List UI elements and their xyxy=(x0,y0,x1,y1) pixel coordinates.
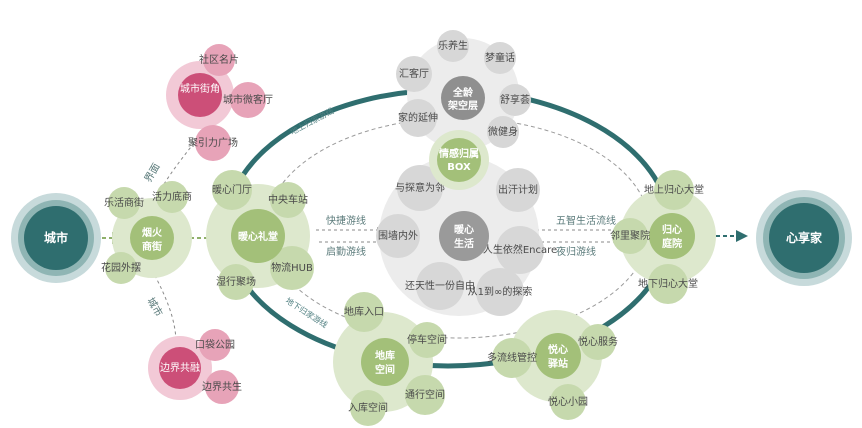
edge-label-chengshi: 城市 xyxy=(144,295,165,319)
quanling-sub-1: 乐养生 xyxy=(438,39,468,52)
guixin-sub-3: 地下归心大堂 xyxy=(638,277,698,290)
garage-sub-4: 通行空间 xyxy=(405,388,445,401)
link-city-edge-bottom xyxy=(151,269,177,341)
hub-quanling: 全龄 架空层 乐养生 梦童话 汇客厅 舒享荟 家的延伸 微健身 xyxy=(396,30,531,150)
yanhuo-sub-2: 活力底商 xyxy=(152,190,192,203)
hub-center-life: 暖心 生活 与探意为邻 出汗计划 围墙内外 人生依然Encare 还天性一份自由… xyxy=(376,156,557,316)
edge-label-kuaijie: 快捷游线 xyxy=(326,214,366,227)
nuanxin-sub-4: 物流HUB xyxy=(271,261,313,274)
border-label: 边界共融 xyxy=(160,362,200,374)
start-label: 城市 xyxy=(44,230,68,245)
quanling-sub-3: 汇客厅 xyxy=(399,67,429,80)
edge-label-qiqin: 启勤游线 xyxy=(326,245,366,258)
garage-label-2: 空间 xyxy=(375,363,395,376)
hub-yuexin-station: 悦心 驿站 多流线管控 悦心服务 悦心小园 xyxy=(487,310,618,420)
hub-guixin-courtyard: 归心 庭院 地上归心大堂 邻里聚院 地下归心大堂 xyxy=(610,170,716,304)
garage-sub-2: 停车空间 xyxy=(407,333,447,346)
end-node-home: 心享家 xyxy=(756,190,852,286)
hub-yanhuo-street: 烟火 商街 乐活商街 活力底商 花园外摆 xyxy=(101,181,192,284)
center-sub-3: 围墙内外 xyxy=(378,229,418,242)
city-corner-cluster: 城市街角 社区名片 城市微客厅 聚引力广场 xyxy=(166,44,273,161)
yanhuo-sub-1: 乐活商街 xyxy=(104,196,144,209)
edge-label-wuzhi: 五智生活流线 xyxy=(556,214,616,227)
yanhuo-sub-3: 花园外摆 xyxy=(101,261,141,274)
yuexin-label-1: 悦心 xyxy=(548,343,568,356)
hub-nuanxin-hall: 暖心礼堂 暖心门厅 中央车站 湿行聚场 物流HUB xyxy=(206,170,314,300)
guixin-sub-2: 邻里聚院 xyxy=(610,229,650,242)
quanling-sub-2: 梦童话 xyxy=(485,51,515,64)
city-corner-sub-2: 城市微客厅 xyxy=(223,93,273,106)
nuanxin-sub-2: 中央车站 xyxy=(268,193,308,206)
center-label-1: 暖心 xyxy=(454,223,474,236)
garage-sub-3: 入库空间 xyxy=(348,401,388,414)
emotion-label-2: BOX xyxy=(447,162,471,173)
guixin-label-2: 庭院 xyxy=(662,237,682,250)
center-sub-4: 人生依然Encare xyxy=(483,243,557,256)
yuexin-sub-3: 悦心小园 xyxy=(548,395,588,408)
city-corner-sub-1: 社区名片 xyxy=(199,53,239,66)
center-sub-1: 与探意为邻 xyxy=(395,181,445,194)
quanling-label-1: 全龄 xyxy=(452,86,474,99)
border-cluster: 边界共融 口袋公园 边界共生 xyxy=(148,329,242,404)
quanling-label-2: 架空层 xyxy=(447,99,478,112)
yanhuo-label-1: 烟火 xyxy=(142,226,163,239)
hub-emotion-box: 情感归属 BOX xyxy=(429,130,489,190)
path-label-top: 地上归家游线 xyxy=(288,105,335,136)
nuanxin-sub-3: 湿行聚场 xyxy=(216,275,256,288)
center-sub-5: 还天性一份自由 xyxy=(405,279,475,292)
yuexin-sub-1: 多流线管控 xyxy=(487,351,537,364)
quanling-sub-5: 家的延伸 xyxy=(398,111,438,124)
border-sub-2: 边界共生 xyxy=(202,380,242,393)
nuanxin-sub-1: 暖心门厅 xyxy=(212,183,252,196)
city-corner-label-1: 城市街角 xyxy=(180,82,220,95)
guixin-sub-1: 地上归心大堂 xyxy=(644,183,704,196)
nuanxin-label: 暖心礼堂 xyxy=(238,230,278,243)
city-corner-sub-3: 聚引力广场 xyxy=(188,136,238,149)
yuexin-label-2: 驿站 xyxy=(548,357,568,370)
guixin-label-1: 归心 xyxy=(662,223,682,236)
emotion-label-1: 情感归属 xyxy=(439,147,479,160)
yuexin-sub-2: 悦心服务 xyxy=(578,335,618,348)
edge-label-jiemian: 界面 xyxy=(142,161,162,184)
quanling-sub-6: 微健身 xyxy=(488,125,518,138)
edge-label-yegui: 夜归游线 xyxy=(556,245,596,258)
garage-sub-1: 地库入口 xyxy=(344,305,384,318)
yanhuo-label-2: 商街 xyxy=(142,240,162,253)
border-sub-1: 口袋公园 xyxy=(195,338,235,351)
quanling-sub-4: 舒享荟 xyxy=(500,93,530,106)
hub-garage: 地库 空间 地库入口 停车空间 入库空间 通行空间 xyxy=(333,292,447,426)
center-sub-2: 出汗计划 xyxy=(498,183,538,196)
garage-label-1: 地库 xyxy=(375,349,395,362)
start-node-city: 城市 xyxy=(11,193,101,283)
end-label: 心享家 xyxy=(786,230,823,245)
center-label-2: 生活 xyxy=(454,237,474,250)
center-sub-6: 从1到∞的探索 xyxy=(468,285,533,298)
